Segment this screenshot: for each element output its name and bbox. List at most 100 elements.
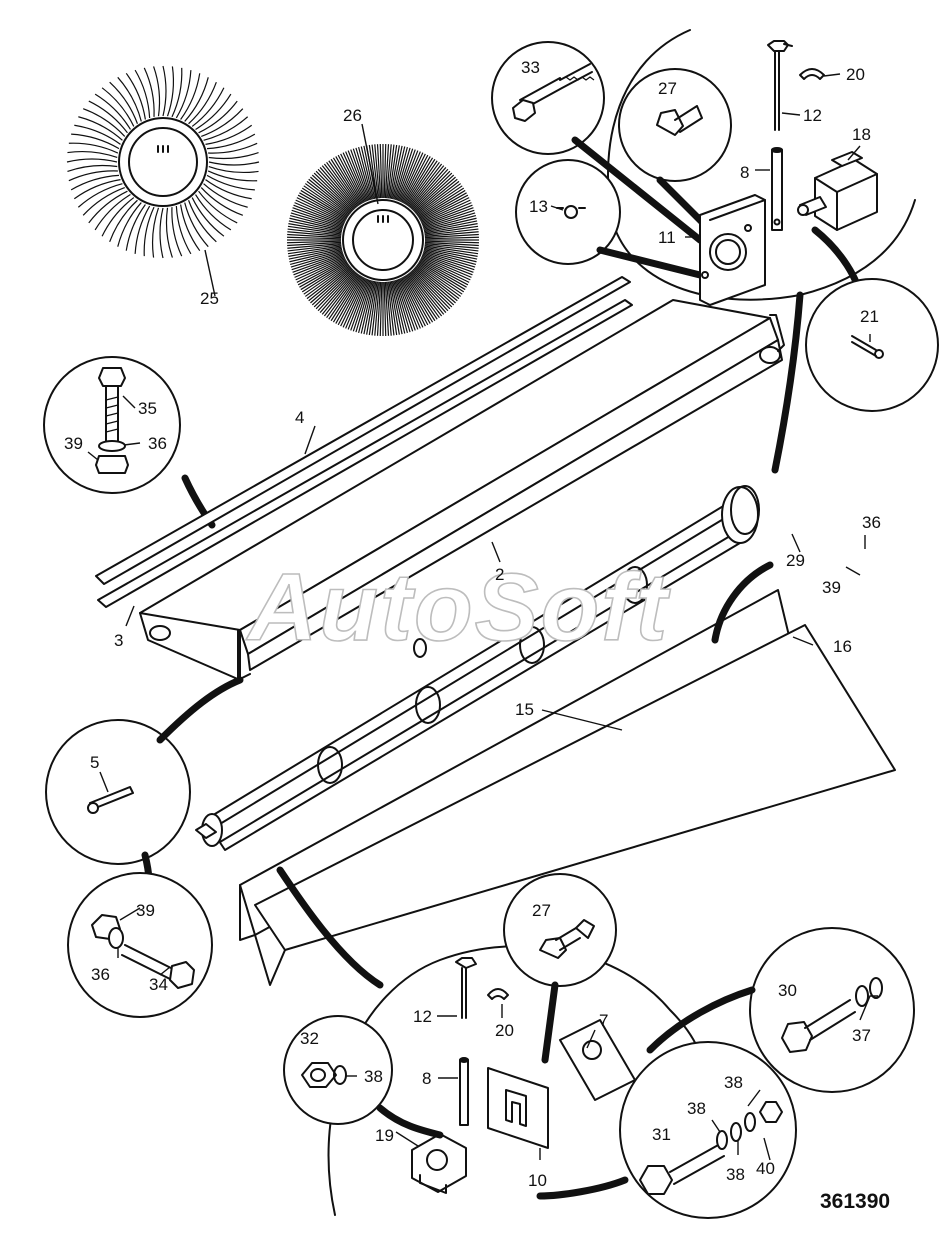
brush-bristle [191,87,225,127]
brush-bristle [287,228,342,236]
brush-bristle [319,167,356,209]
brush-bristle [300,261,348,291]
brush-bristle [411,269,451,310]
brush-bristle [317,270,356,312]
brush-bristle [88,100,128,134]
brush-bristle [342,152,367,203]
brush-bristle [393,147,408,200]
brush-bristle [300,189,348,219]
brush-bristle [389,145,400,199]
brush-bristle [342,277,367,328]
brush-bristle [66,158,118,163]
callout-20-top: 20 [846,65,865,84]
brush-bristle [409,272,445,315]
brush-bristle [355,147,372,200]
brush-bristle [306,180,351,215]
brush-bristle [404,157,434,205]
brush-bristle [397,150,419,202]
brush-bristle [294,202,345,225]
brush-bristle [355,280,372,333]
brush-bristle [424,247,478,260]
brush-bristle [330,275,361,322]
callout-31: 31 [652,1125,671,1144]
brush-bristle [308,178,351,214]
callout-2: 2 [495,565,504,584]
brush-bristle [385,281,392,336]
brush-bristle [418,187,465,218]
watermark-text: AutoSoft [246,554,671,661]
brush-bristle [207,170,258,182]
callout-38-top: 38 [724,1073,743,1092]
brush-bristle [374,144,381,199]
brush-bristle [335,156,363,204]
brush-bristle [134,69,151,119]
callout-18: 18 [852,125,871,144]
brush-bristle [332,275,362,323]
brush-bristle [143,67,155,117]
brush-bristle [297,259,347,286]
brush-bristle [71,133,120,150]
brush-bristle [390,281,403,335]
brush-bristle [184,202,209,248]
brush-bristle [289,217,343,232]
brush-bristle [421,255,472,278]
brush-bristle [414,267,456,304]
brush-bristle [399,277,424,328]
brush-bristle [424,244,479,252]
brush-bristle [408,163,443,208]
brush-bristle [203,116,249,141]
brush-bristle [424,241,479,247]
brush-bristle [398,278,421,329]
brush-bristle [420,257,470,283]
brush-bristle [419,260,467,288]
brush-bristle [303,185,349,217]
brush-bristle [400,277,426,327]
brush-bristle [420,197,470,223]
brush-bristle [410,271,447,313]
brush-bristle [291,252,344,271]
brush-bristle [171,67,183,118]
brush-bristle [420,199,471,224]
brush-bristle [374,281,381,336]
brush-bristle [313,268,354,308]
callout-36-lower: 36 [91,965,110,984]
brush-bristle [287,231,342,238]
brush-bristle [418,189,466,219]
brush-bristle [195,93,232,130]
brush-bristle [205,179,252,200]
brush-bristle [366,281,377,335]
brush-bristle [315,170,355,211]
brush-bristle [315,269,355,310]
brush-bristle [398,151,421,202]
brush-bristle [412,172,453,212]
brush-bristle [406,160,438,206]
brush-bristle [205,124,253,145]
brush-bristle [290,212,343,229]
brush-bristle [294,255,345,278]
brush-bristle [347,278,369,330]
brush-bristle [306,265,351,300]
brush-bristle [358,280,373,333]
brush-shaft-assembly [195,485,760,851]
brush-bristle [67,164,118,172]
brush-26-drawing [287,144,479,336]
brush-bristle [180,204,201,252]
brush-bristle [376,144,382,199]
brush-bristle [419,259,469,286]
detail-bolt-30 [646,927,915,1093]
detail-bolt-31 [536,1041,797,1219]
brush-bristle [328,274,360,320]
brush-bristle [109,81,139,124]
brush-bristle [402,154,429,204]
brush-bristle [67,150,118,159]
brush-bristle [420,256,471,281]
brush-bristle [289,248,343,263]
brush-bristle [410,167,447,209]
brush-bristle [77,183,123,208]
brush-bristle [287,240,342,244]
brush-bristle [187,200,217,243]
brush-bristle [421,254,473,276]
brush-bristle [313,172,354,212]
brush-bristle [162,65,167,117]
brush-bristle [287,225,342,235]
